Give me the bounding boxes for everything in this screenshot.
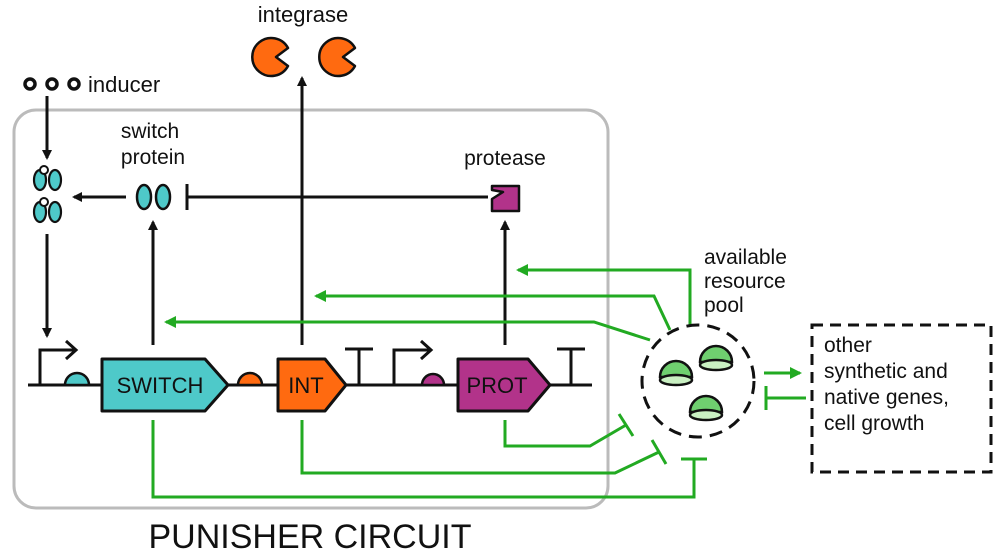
- inducer-icon: [23, 77, 81, 91]
- rbs-switch-icon: [63, 371, 91, 387]
- prot-sequesters-resource: [503, 420, 627, 448]
- switch-inducer-complex-icon: [32, 165, 63, 224]
- promoter-2-icon: [392, 339, 434, 385]
- switch-gene-label: SWITCH: [117, 373, 204, 398]
- prot-gene-label: PROT: [466, 373, 527, 398]
- switch-protein-icon: [135, 183, 172, 211]
- promoter-1-icon: [38, 339, 79, 385]
- int-gene: [276, 357, 348, 413]
- other-genes-box: [810, 323, 993, 474]
- switch-sequesters-resource: [151, 420, 696, 499]
- resource-pool-label: available resource pool: [704, 246, 793, 317]
- rbs-prot-icon: [420, 372, 446, 387]
- resource-to-switch-arrow: [164, 316, 651, 342]
- prot-gene: [456, 357, 552, 413]
- ribosome-icon: [658, 344, 734, 422]
- integrase-label: integrase: [258, 2, 349, 27]
- inducer-label: inducer: [88, 72, 160, 97]
- int-gene-label: INT: [288, 373, 323, 398]
- integrase-icon: [251, 36, 357, 78]
- int-sequesters-resource: [300, 420, 660, 475]
- rbs-int-icon: [236, 371, 264, 387]
- protease-icon: [490, 184, 521, 213]
- switch-protein-label: switch protein: [121, 120, 185, 169]
- protease-label: protease: [464, 147, 546, 170]
- resource-to-int-arrow: [314, 290, 672, 331]
- other-genes-label: other synthetic and native genes, cell g…: [824, 334, 955, 435]
- circuit-title: PUNISHER CIRCUIT: [148, 518, 471, 556]
- terminator-2-icon: [557, 347, 585, 385]
- resource-to-prot-arrow: [516, 264, 692, 328]
- switch-gene: [100, 357, 230, 413]
- circuit-box: [12, 108, 610, 510]
- terminator-1-icon: [345, 347, 373, 385]
